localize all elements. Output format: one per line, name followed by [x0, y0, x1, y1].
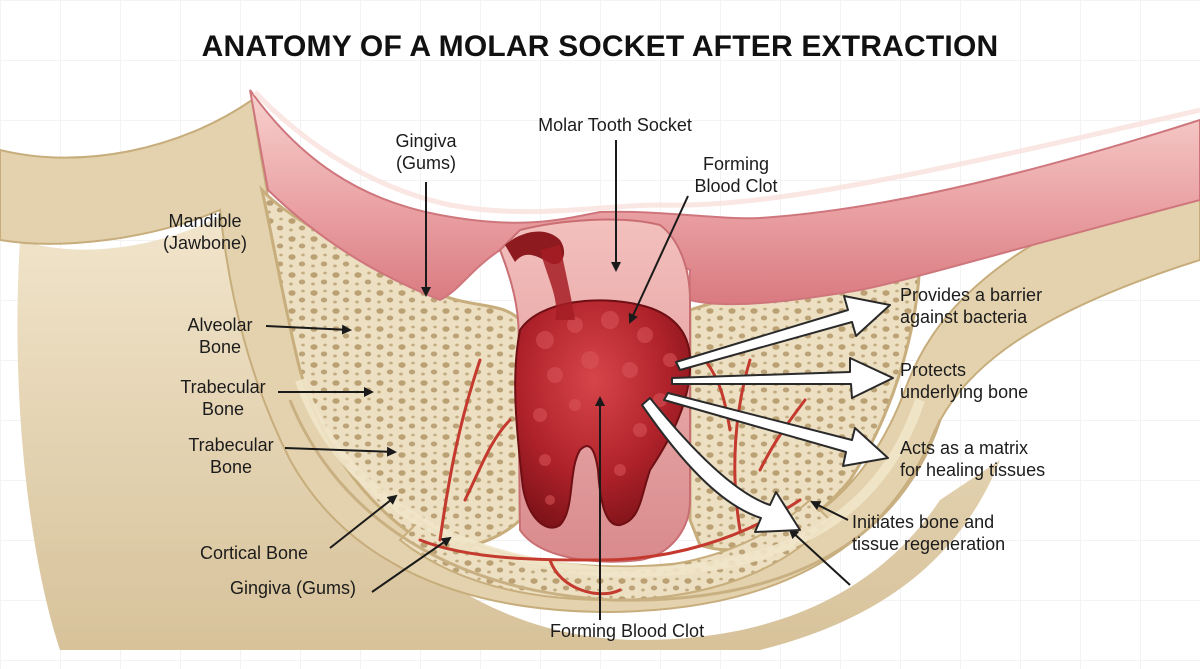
label-molar-socket: Molar Tooth Socket: [538, 115, 692, 135]
label-alveolar-line1: Alveolar: [187, 315, 253, 335]
label-trabecular-1-line2: Bone: [201, 399, 245, 419]
label-forming-clot-bottom: Forming Blood Clot: [550, 621, 705, 641]
function-regeneration-line1: Initiates bone and: [852, 512, 995, 532]
label-pointers: [265, 140, 851, 620]
label-trabecular-2-line1: Trabecular: [188, 435, 274, 455]
label-trabecular-bone-2: Trabecular Bone: [176, 434, 286, 478]
clot-texture: [533, 311, 677, 505]
label-trabecular-1-line1: Trabecular: [180, 377, 266, 397]
label-alveolar-line2: Bone: [198, 337, 242, 357]
label-forming-clot-top-line1: Forming: [702, 154, 769, 174]
label-trabecular-2-line2: Bone: [209, 457, 253, 477]
function-barrier: Provides a barrier against bacteria: [900, 284, 1042, 328]
blood-clot: [514, 299, 692, 529]
function-protects-line2: underlying bone: [900, 382, 1029, 402]
label-gingiva-top-line2: (Gums): [396, 153, 456, 173]
function-protects-line1: Protects: [900, 360, 967, 380]
label-mandible-line1: Mandible: [168, 211, 242, 231]
function-regeneration: Initiates bone and tissue regeneration: [852, 511, 1005, 555]
label-cortical-bone: Cortical Bone: [200, 543, 309, 563]
function-regeneration-line2: tissue regeneration: [852, 534, 1006, 554]
function-matrix: Acts as a matrix for healing tissues: [900, 437, 1045, 481]
label-mandible-line2: (Jawbone): [162, 233, 248, 253]
page-title: ANATOMY OF A MOLAR SOCKET AFTER EXTRACTI…: [201, 30, 999, 63]
function-protects: Protects underlying bone: [900, 359, 1028, 403]
function-barrier-line1: Provides a barrier: [900, 285, 1043, 305]
gingiva-gum-tissue: [249, 89, 1200, 306]
label-gingiva-bottom: Gingiva (Gums): [230, 578, 357, 598]
cortical-rim: [295, 378, 925, 578]
label-alveolar-bone: Alveolar Bone: [170, 314, 270, 358]
label-forming-clot-top: Forming Blood Clot: [676, 153, 796, 197]
label-gingiva-top-line1: Gingiva: [395, 131, 457, 151]
function-arrows: [641, 295, 894, 533]
label-mandible: Mandible (Jawbone): [150, 210, 260, 254]
label-trabecular-bone-1: Trabecular Bone: [168, 376, 278, 420]
function-matrix-line2: for healing tissues: [900, 460, 1046, 480]
label-gingiva-top: Gingiva (Gums): [376, 130, 476, 174]
function-matrix-line1: Acts as a matrix: [900, 438, 1029, 458]
function-barrier-line2: against bacteria: [900, 307, 1028, 327]
label-forming-clot-top-line2: Blood Clot: [694, 176, 778, 196]
